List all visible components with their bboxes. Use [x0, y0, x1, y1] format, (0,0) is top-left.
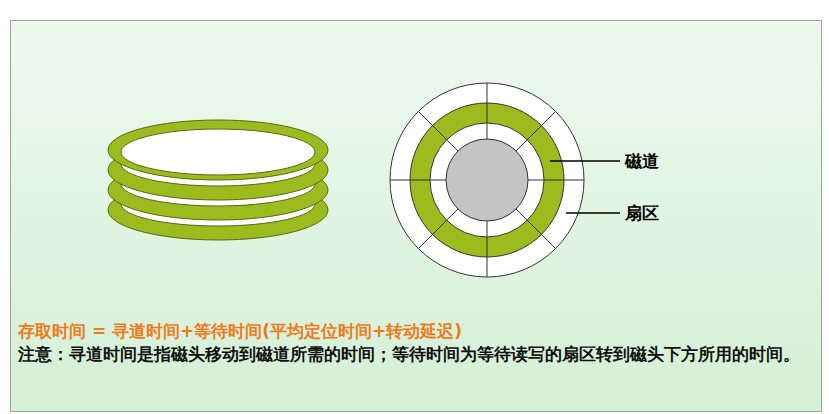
sector-line: [528, 180, 584, 181]
leader-line: [566, 212, 620, 214]
part-label: 扇区: [625, 202, 659, 225]
sector-line: [487, 221, 488, 277]
disk-top-view: [390, 83, 584, 277]
sector-line: [418, 209, 458, 249]
part-label: 磁道: [625, 150, 659, 173]
sector-line: [390, 180, 446, 181]
sector-line: [418, 111, 458, 151]
sector-line: [516, 111, 556, 151]
sector-line: [487, 83, 488, 139]
platter-stack: [108, 120, 328, 240]
sector-line: [516, 209, 556, 249]
leader-line: [550, 160, 620, 162]
note-text: 注意：寻道时间是指磁头移动到磁道所需的时间；等待时间为等待读写的扇区转到磁头下方…: [18, 343, 813, 366]
formula-text: 存取时间 = 寻道时间+等待时间(平均定位时间+转动延迟): [18, 320, 818, 343]
